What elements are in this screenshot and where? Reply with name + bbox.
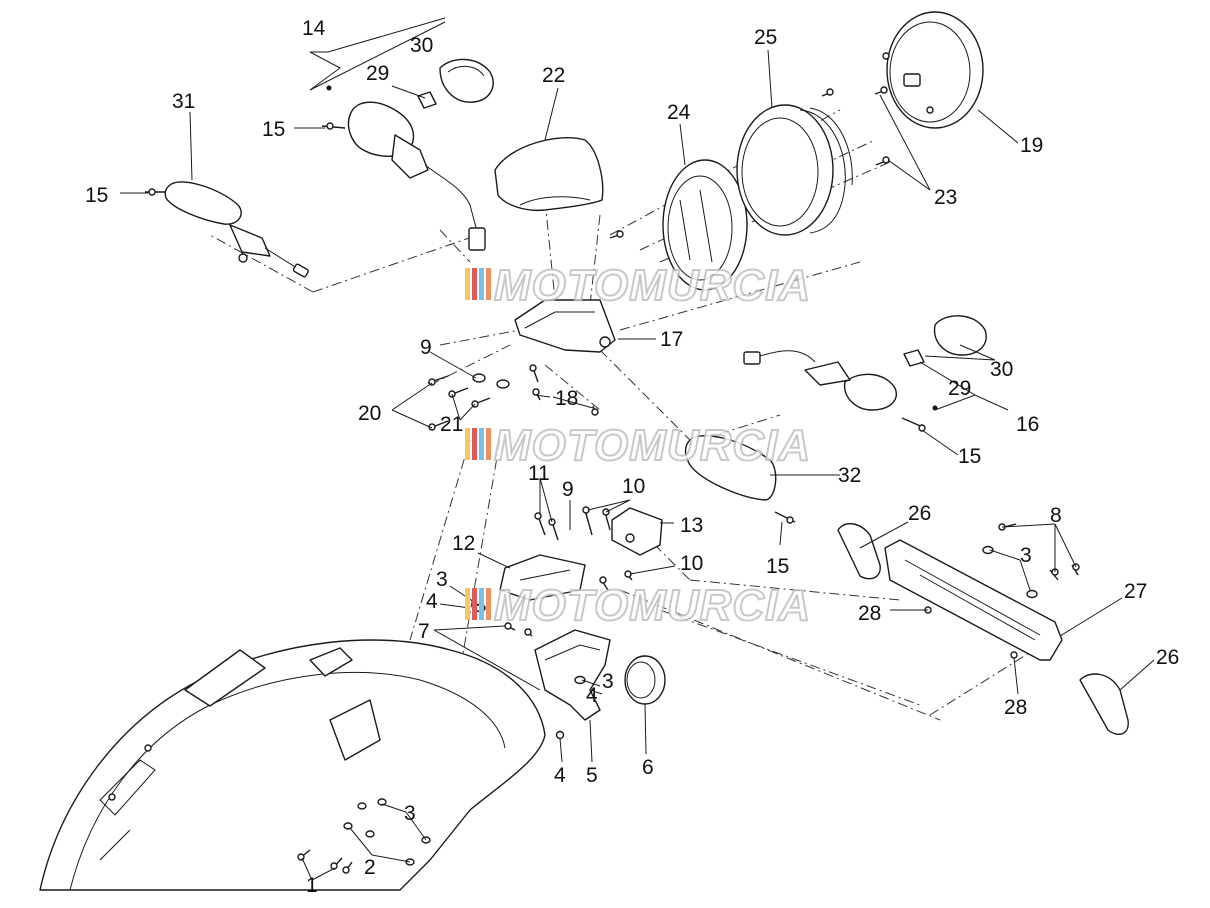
callout-3: 3 [1020, 544, 1032, 567]
watermark-stripes-2 [465, 428, 491, 460]
front-turn-signal-right [743, 315, 987, 432]
callout-3: 3 [404, 802, 416, 825]
callout-20: 20 [358, 402, 381, 425]
headlight-cover [494, 136, 604, 212]
rear-turn-signal-right [684, 435, 796, 524]
headlight-housing [736, 104, 853, 236]
watermark-text-1: MOTOMURCIA [494, 261, 811, 310]
callout-4: 4 [586, 684, 598, 707]
callout-27: 27 [1124, 580, 1147, 603]
callout-29: 29 [366, 62, 389, 85]
callout-6: 6 [642, 756, 654, 779]
headlight-bracket [514, 299, 616, 353]
callout-26: 26 [908, 502, 931, 525]
callout-8: 8 [1050, 504, 1062, 527]
callout-32: 32 [838, 464, 861, 487]
callout-10: 10 [680, 552, 703, 575]
callout-19: 19 [1020, 134, 1043, 157]
front-turn-signal-left [321, 58, 494, 251]
callout-31: 31 [172, 90, 195, 113]
callout-29: 29 [948, 377, 971, 400]
callout-26: 26 [1156, 646, 1179, 669]
callout-30: 30 [990, 358, 1013, 381]
callout-17: 17 [660, 328, 683, 351]
callout-15: 15 [766, 555, 789, 578]
callout-24: 24 [667, 101, 691, 124]
callout-2: 2 [364, 856, 376, 879]
callout-15: 15 [958, 445, 981, 468]
watermark-text-2: MOTOMURCIA [494, 421, 811, 470]
callout-3: 3 [602, 670, 614, 693]
rear-fender [39, 639, 546, 891]
license-plate-holder [837, 523, 1129, 736]
callout-28: 28 [858, 602, 881, 625]
callout-15: 15 [85, 184, 108, 207]
callout-15: 15 [262, 118, 285, 141]
callout-10: 10 [622, 475, 645, 498]
callout-3: 3 [436, 568, 448, 591]
screws-headlight [609, 86, 890, 239]
callout-18: 18 [555, 387, 578, 410]
callout-25: 25 [754, 26, 777, 49]
callout-7: 7 [418, 620, 430, 643]
callout-28: 28 [1004, 696, 1027, 719]
callout-16: 16 [1016, 413, 1039, 436]
headlight-mount-ring [662, 159, 748, 291]
callout-1: 1 [306, 874, 318, 897]
callout-4: 4 [426, 590, 438, 613]
callout-30: 30 [410, 34, 433, 57]
callout-9: 9 [420, 336, 432, 359]
callout-5: 5 [586, 764, 598, 787]
license-bracket-parts [499, 506, 663, 601]
watermark-stripes-1 [465, 268, 491, 300]
callout-labels: 14 30 29 15 31 15 22 24 25 19 23 17 9 20… [85, 17, 1179, 897]
rear-turn-signal-left [145, 181, 309, 278]
leader-lines [120, 17, 1155, 881]
callout-4: 4 [554, 764, 566, 787]
callout-13: 13 [680, 514, 703, 537]
callout-9: 9 [562, 478, 574, 501]
headlight-unit [882, 11, 984, 129]
callout-23: 23 [934, 186, 957, 209]
callout-14: 14 [302, 17, 326, 40]
watermark-stripes-3 [465, 588, 491, 620]
callout-12: 12 [452, 532, 475, 555]
watermark-text-3: MOTOMURCIA [494, 581, 811, 630]
watermark: MOTOMURCIA MOTOMURCIA MOTOMURCIA [465, 260, 811, 631]
callout-11: 11 [528, 462, 550, 485]
callout-22: 22 [542, 64, 565, 87]
callout-21: 21 [440, 413, 463, 436]
